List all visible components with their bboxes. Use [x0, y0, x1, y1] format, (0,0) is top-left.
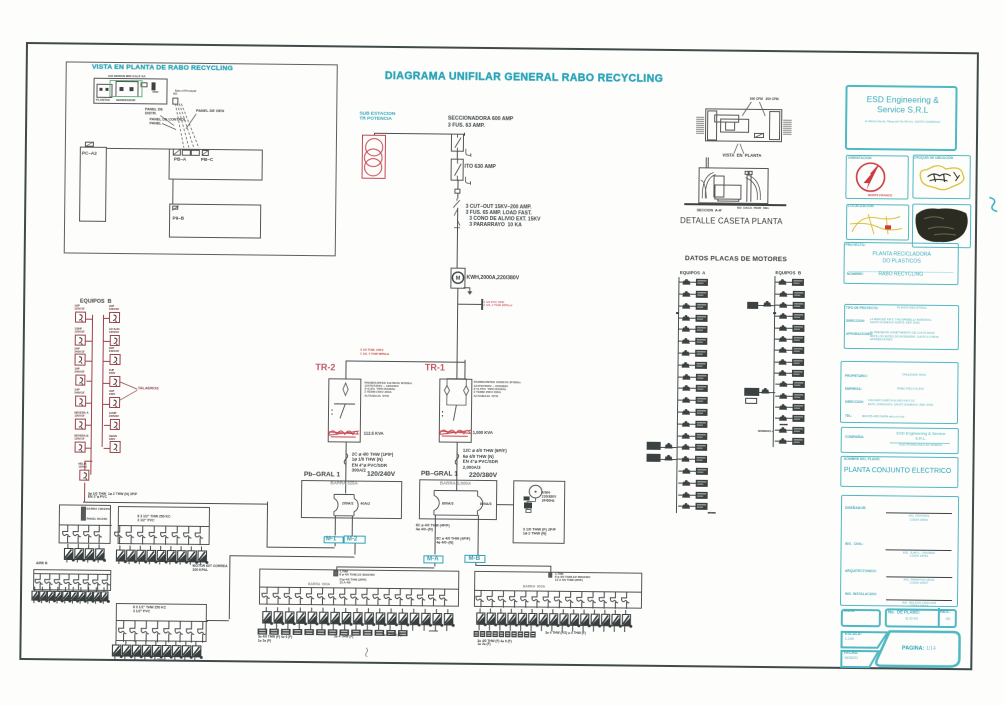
svg-text:M: M: [456, 276, 461, 282]
